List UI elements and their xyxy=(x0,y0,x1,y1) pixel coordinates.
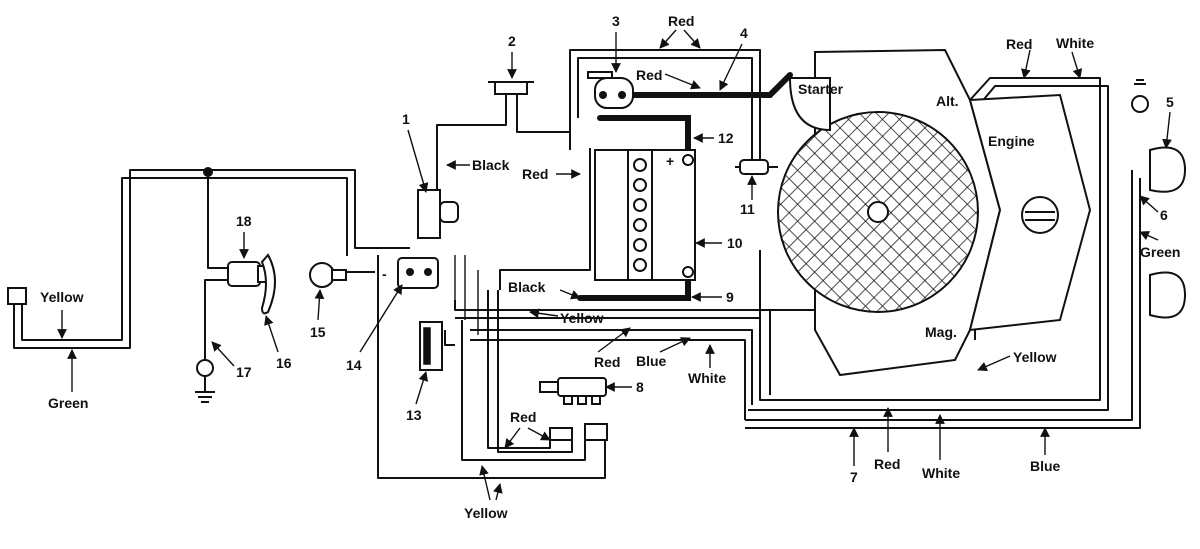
label-blue-low: Blue xyxy=(636,353,667,369)
callout-13: 13 xyxy=(406,407,422,423)
label-yellow-mid: Yellow xyxy=(560,310,604,326)
label-red-alt: Red xyxy=(1006,36,1032,52)
ignition-key xyxy=(309,262,347,288)
label-engine: Engine xyxy=(988,133,1035,149)
label-red-top: Red xyxy=(668,13,694,29)
label-yellow-mag: Yellow xyxy=(1013,349,1057,365)
callout-9: 9 xyxy=(726,289,734,305)
ignition-switch: - xyxy=(382,257,439,289)
label-alt: Alt. xyxy=(936,93,959,109)
label-red-mid: Red xyxy=(522,166,548,182)
label-mag: Mag. xyxy=(925,324,957,340)
callout-7: 7 xyxy=(850,469,858,485)
ground-point xyxy=(195,359,215,403)
wire-harness xyxy=(13,49,1141,479)
callout-16: 16 xyxy=(276,355,292,371)
relay xyxy=(539,377,607,405)
minus-mark: - xyxy=(382,266,387,282)
label-yellow-left: Yellow xyxy=(40,289,84,305)
label-white-low: White xyxy=(688,370,726,386)
label-white-alt: White xyxy=(1056,35,1094,51)
label-red-bottom-left: Red xyxy=(510,409,536,425)
label-black: Black xyxy=(472,157,510,173)
callout-8: 8 xyxy=(636,379,644,395)
light-switch xyxy=(227,253,276,315)
key-switch xyxy=(417,189,459,239)
callout-15: 15 xyxy=(310,324,326,340)
label-white-bottom: White xyxy=(922,465,960,481)
label-blue-bottom: Blue xyxy=(1030,458,1061,474)
label-green-right: Green xyxy=(1140,244,1180,260)
label-red-bottom: Red xyxy=(874,456,900,472)
positive-cable xyxy=(597,115,691,163)
label-black-battery: Black xyxy=(508,279,546,295)
label-green-left: Green xyxy=(48,395,88,411)
label-red-low: Red xyxy=(594,354,620,370)
negative-cable xyxy=(577,272,691,301)
callout-11: 11 xyxy=(740,201,755,217)
callout-1: 1 xyxy=(402,111,410,127)
callout-5: 5 xyxy=(1166,94,1174,110)
callout-4: 4 xyxy=(740,25,748,41)
headlights xyxy=(1131,79,1187,319)
seat-switch xyxy=(419,321,443,371)
plug-connector xyxy=(735,159,778,175)
label-red-solenoid: Red xyxy=(636,67,662,83)
terminal-block xyxy=(488,81,534,95)
label-starter: Starter xyxy=(798,81,844,97)
callout-10: 10 xyxy=(727,235,743,251)
starter-cable xyxy=(597,72,793,98)
callout-17: 17 xyxy=(236,364,252,380)
connector-right xyxy=(584,423,608,441)
callout-6: 6 xyxy=(1160,207,1168,223)
left-terminal xyxy=(7,287,27,305)
callout-12: 12 xyxy=(718,130,734,146)
engine xyxy=(777,48,1092,377)
callout-14: 14 xyxy=(346,357,362,373)
label-yellow-bottom: Yellow xyxy=(464,505,508,521)
callout-3: 3 xyxy=(612,13,620,29)
callout-18: 18 xyxy=(236,213,252,229)
connector-left xyxy=(549,427,573,441)
callout-2: 2 xyxy=(508,33,516,49)
battery: + xyxy=(594,149,696,281)
battery-plus-mark: + xyxy=(666,153,674,169)
solenoid xyxy=(587,71,634,109)
